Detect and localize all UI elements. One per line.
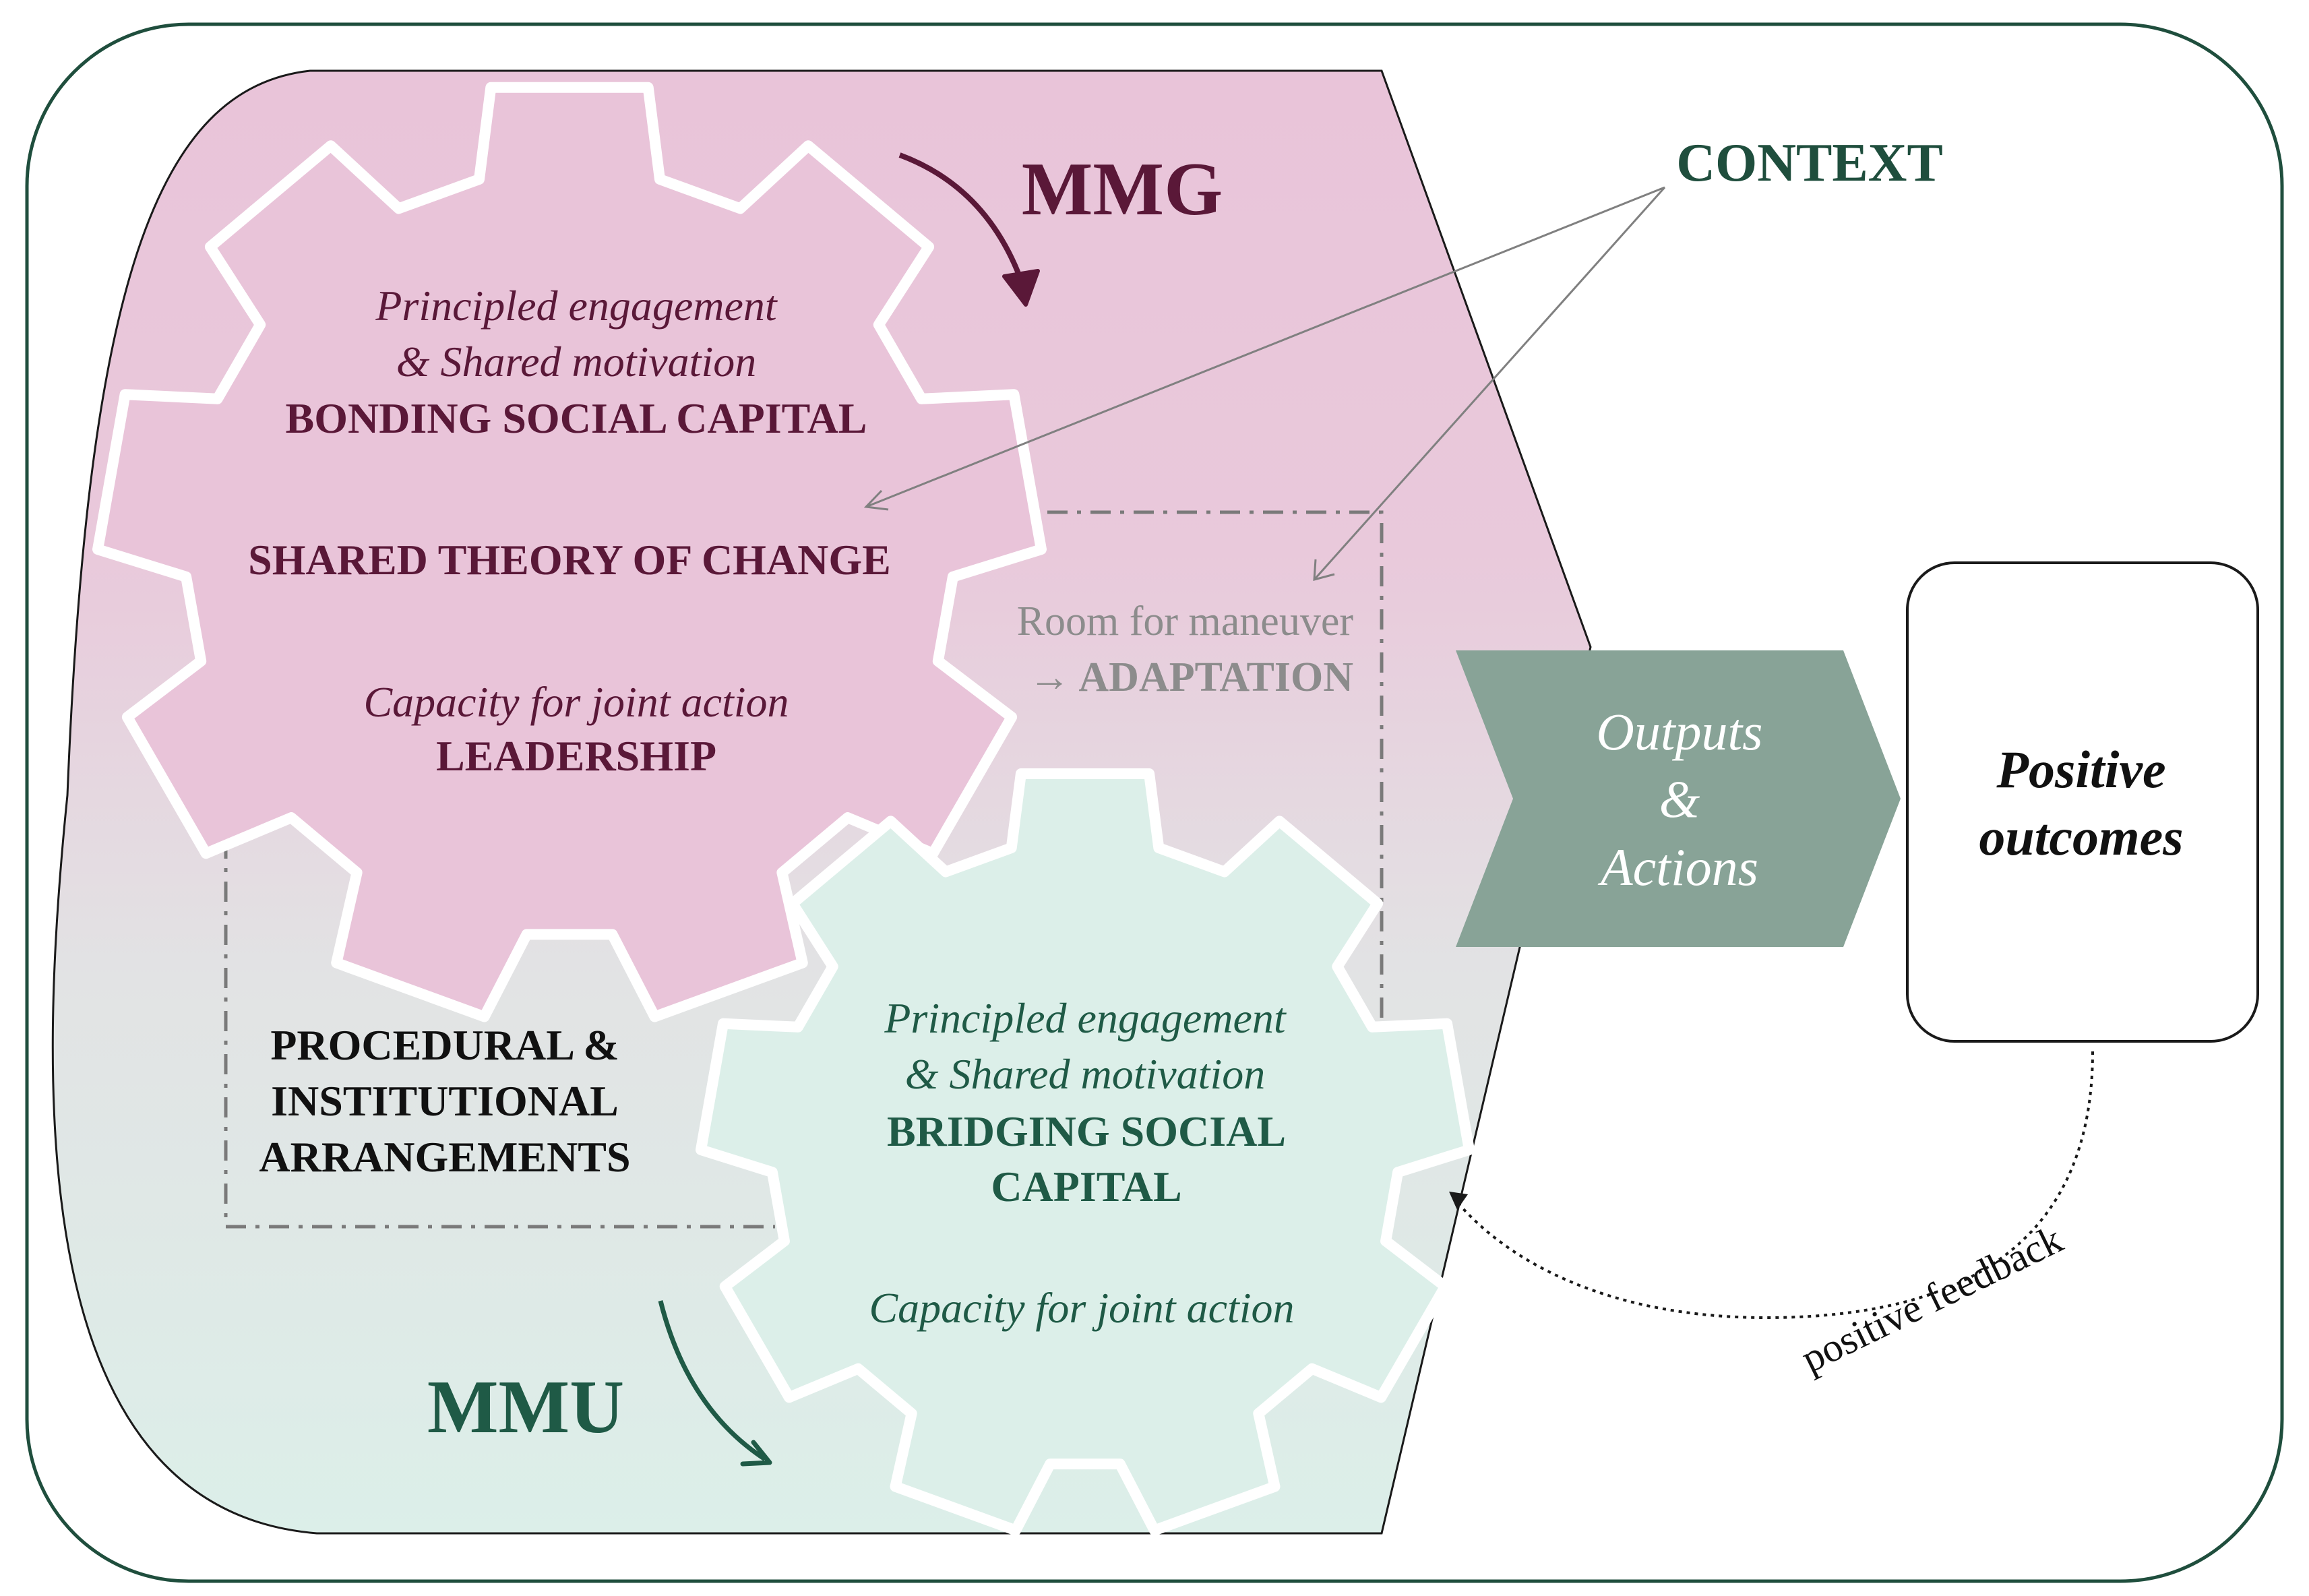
room-for-maneuver-box <box>1004 510 1384 1038</box>
procedural-text: PROCEDURAL & INSTITUTIONAL ARRANGEMENTS <box>259 1021 630 1181</box>
mmu-gear-text: Principled engagement & Shared motivatio… <box>869 994 1294 1332</box>
outputs-ampersand: & <box>1659 770 1700 828</box>
adaptation: → ADAPTATION <box>1028 654 1353 700</box>
mmg-shared-motivation: & Shared motivation <box>396 338 756 386</box>
actions-word: Actions <box>1597 838 1758 896</box>
mmu-gear <box>696 768 1475 1536</box>
bridging-capital: CAPITAL <box>991 1163 1181 1210</box>
bonding-social-capital: BONDING SOCIAL CAPITAL <box>286 394 867 442</box>
positive-feedback-arrow <box>1451 1051 2094 1320</box>
procedural-line-3: ARRANGEMENTS <box>259 1133 630 1181</box>
room-for-maneuver-text: Room for maneuver → ADAPTATION <box>1017 598 1354 700</box>
leadership: LEADERSHIP <box>436 732 716 780</box>
mmg-gear <box>92 82 1047 1022</box>
outcomes-text: Positive outcomes <box>1979 740 2183 866</box>
mmg-label: MMG <box>1022 148 1223 231</box>
outcomes-word: outcomes <box>1979 807 2183 866</box>
outputs-actions-arrow <box>1456 650 1901 947</box>
procedural-line-2: INSTITUTIONAL <box>271 1077 619 1125</box>
mmu-principled-engagement: Principled engagement <box>884 994 1287 1042</box>
mmu-label: MMU <box>427 1365 624 1449</box>
mmu-rotation-arrow <box>658 1300 772 1467</box>
context-label: CONTEXT <box>1676 133 1943 193</box>
procedural-line-1: PROCEDURAL & <box>270 1021 619 1069</box>
mmu-capacity-joint-action: Capacity for joint action <box>869 1284 1294 1332</box>
positive-outcomes-box <box>1906 561 2259 1043</box>
bridging-social: BRIDGING SOCIAL <box>887 1107 1286 1155</box>
outputs-word: Outputs <box>1596 702 1762 761</box>
room-for-maneuver: Room for maneuver <box>1017 598 1354 644</box>
mmu-shared-motivation: & Shared motivation <box>905 1050 1265 1098</box>
context-arrows <box>863 186 1666 581</box>
mmg-principled-engagement: Principled engagement <box>375 282 778 330</box>
mmg-gear-text: Principled engagement & Shared motivatio… <box>248 282 891 780</box>
shared-theory-of-change: SHARED THEORY OF CHANGE <box>248 536 891 584</box>
feedback-arrowhead <box>1449 1192 1468 1210</box>
positive-word: Positive <box>1996 740 2165 799</box>
mmg-rotation-arrow <box>898 152 1040 307</box>
procedural-box <box>224 795 775 1229</box>
outputs-text: Outputs & Actions <box>1596 702 1762 896</box>
mmg-capacity-joint-action: Capacity for joint action <box>363 678 789 726</box>
